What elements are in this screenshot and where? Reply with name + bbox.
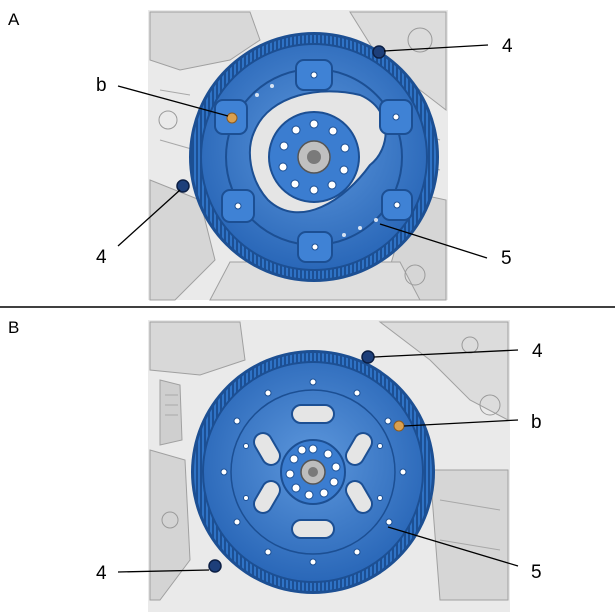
panel-b-leader-lines <box>117 349 519 573</box>
panel-b-pin-lower <box>208 559 222 573</box>
panel-a-pin-lower <box>176 179 190 193</box>
panel-b-letter: B <box>8 318 19 337</box>
panel-a-callout-4-upper: 4 <box>502 36 513 57</box>
panel-a-callout-b: b <box>96 75 107 96</box>
panel-a-leader-lines <box>117 44 489 259</box>
panel-a-letter: A <box>8 10 20 29</box>
panel-a-pin-upper <box>372 45 386 59</box>
panel-b-flywheel <box>191 350 435 594</box>
panel-b: B <box>8 318 543 612</box>
panel-a-callout-5: 5 <box>501 248 512 269</box>
panel-b-marked-bolt <box>393 420 405 432</box>
panel-b-callout-4-upper: 4 <box>532 341 543 362</box>
panel-a-callout-4-lower: 4 <box>96 247 107 268</box>
panel-b-pin-upper <box>361 350 375 364</box>
panel-b-callout-4-lower: 4 <box>96 563 107 584</box>
panel-b-callout-b: b <box>531 412 542 433</box>
panel-a: A <box>8 10 513 301</box>
panel-a-flywheel <box>189 32 439 282</box>
panel-a-marked-bolt <box>226 112 238 124</box>
panel-b-callout-5: 5 <box>531 562 542 583</box>
